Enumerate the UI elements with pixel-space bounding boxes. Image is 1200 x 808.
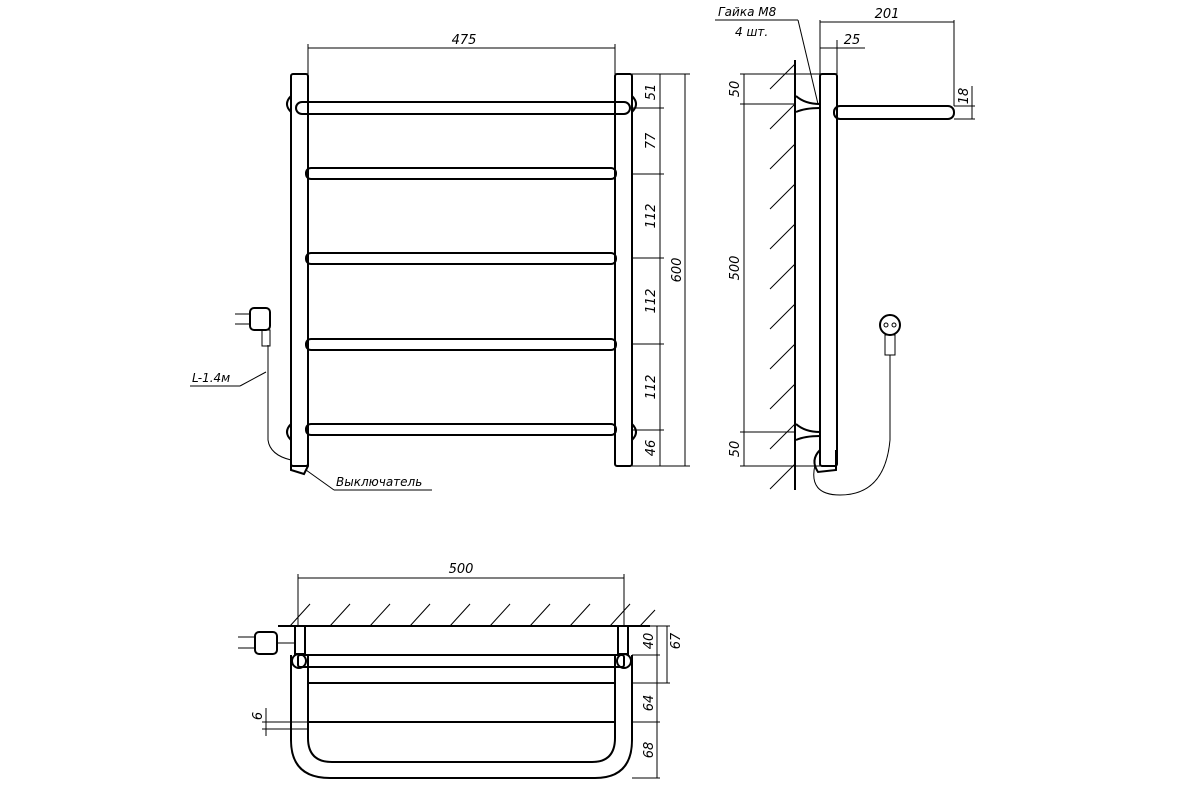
bar-diameter-label: 18	[957, 88, 972, 105]
switch-label: Выключатель	[336, 475, 422, 489]
side-power-cord	[813, 355, 891, 496]
spacing-label-4: 112	[644, 289, 659, 314]
top-spacing-label-2: 68	[642, 742, 657, 759]
rung-1	[295, 101, 631, 115]
side-mount-bottom	[795, 423, 821, 441]
top-spacing-label-1: 64	[642, 695, 657, 712]
front-height-label: 600	[670, 258, 685, 283]
side-view: 201 25 18 50 500 50 Гайка М8 4 шт.	[715, 5, 975, 496]
top-rung-1	[297, 654, 625, 668]
side-upright	[819, 73, 838, 467]
front-width-label: 475	[452, 33, 477, 48]
mount-bottom-left	[286, 423, 292, 441]
top-depth-label-1: 40	[642, 633, 657, 650]
mount-top-left	[286, 95, 292, 113]
top-frame-inner	[307, 655, 616, 763]
rung-3	[305, 252, 617, 265]
nut-label: Гайка М8	[718, 5, 777, 19]
plug-icon	[235, 307, 271, 347]
top-wall-hatching	[289, 603, 656, 627]
front-view: 475 51 77 112 112 112 46 600 L-1.4м Выкл…	[190, 33, 690, 491]
spacing-label-3: 112	[644, 204, 659, 229]
spacing-label-5: 112	[644, 375, 659, 400]
top-frame-outline	[290, 655, 633, 779]
mount-spacing-label: 500	[728, 256, 743, 281]
spacing-label-2: 77	[644, 132, 659, 149]
power-cord	[267, 345, 292, 461]
mount-top-right	[631, 95, 637, 113]
depth-label: 201	[875, 7, 900, 22]
spacing-label-6: 46	[644, 440, 659, 457]
top-mount-label: 50	[728, 81, 743, 98]
rung-4	[305, 338, 617, 351]
top-view: 500 40 67 64 68 6	[238, 562, 684, 779]
side-top-bar	[833, 105, 955, 120]
top-mount-left	[294, 625, 306, 655]
switch-body	[290, 455, 309, 476]
left-upright	[290, 73, 309, 467]
side-plug-icon	[879, 314, 901, 356]
wall-hatching	[769, 63, 796, 490]
offset-label: 25	[844, 33, 861, 48]
spacing-label-1: 51	[644, 84, 659, 101]
rung-2	[305, 167, 617, 180]
mount-bottom-right	[631, 423, 637, 441]
top-mount-right	[617, 625, 629, 655]
bottom-mount-label: 50	[728, 441, 743, 458]
gap-label: 6	[251, 712, 266, 720]
rung-5	[305, 423, 617, 436]
right-upright	[614, 73, 633, 467]
nut-quantity-label: 4 шт.	[735, 25, 768, 39]
side-switch	[813, 449, 837, 474]
top-width-label: 500	[449, 562, 474, 577]
cord-length-label: L-1.4м	[192, 371, 230, 385]
top-depth-label-2: 67	[669, 632, 684, 649]
top-plug-icon	[238, 631, 295, 655]
